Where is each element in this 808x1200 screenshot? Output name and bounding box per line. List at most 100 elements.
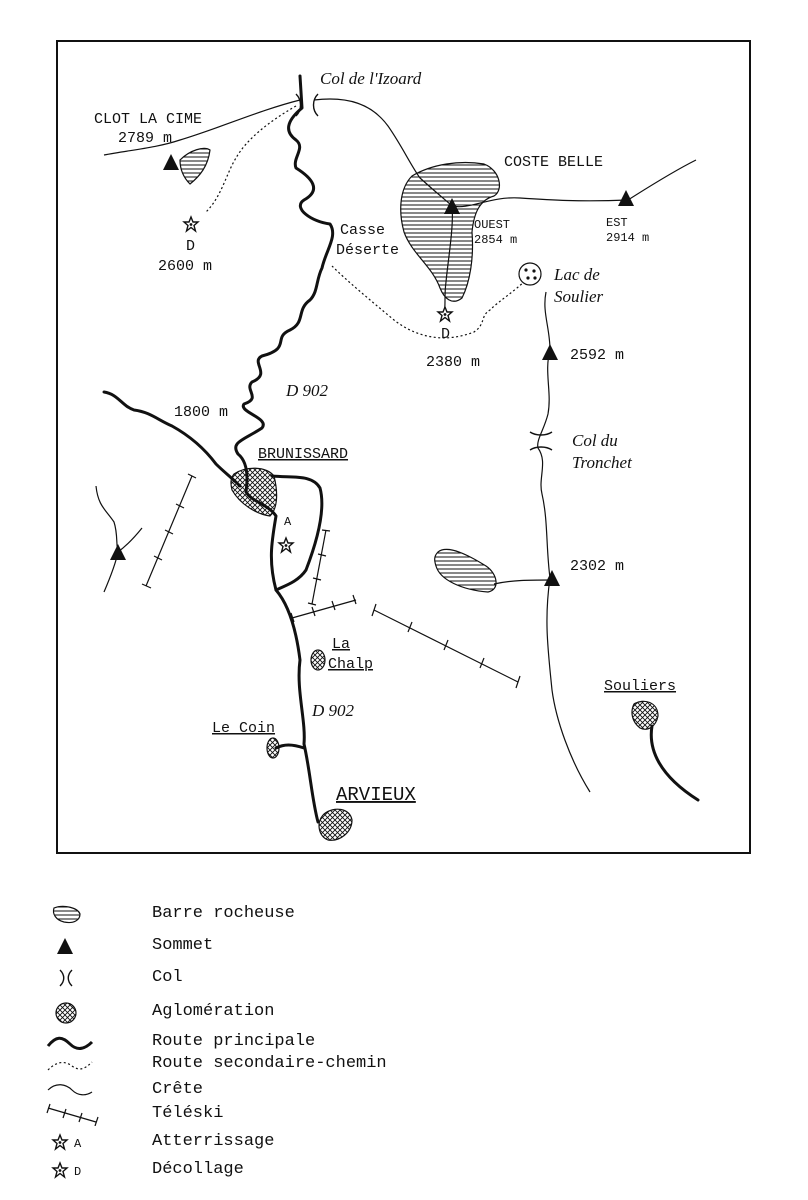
legend-item-secondary-road: Route secondaire-chemin bbox=[40, 1052, 387, 1076]
main-road-icon bbox=[46, 1036, 94, 1050]
label-col-du: Col du bbox=[572, 431, 618, 450]
label-takeoff-d-left: D bbox=[186, 238, 195, 255]
label-est: EST bbox=[606, 216, 628, 230]
topographic-map: Col de l'Izoard CLOT LA CIME 2789 m COST… bbox=[56, 40, 751, 854]
takeoff-2380-icon bbox=[437, 306, 453, 322]
legend-item-summit: Sommet bbox=[40, 934, 213, 958]
label-d902-top: D 902 bbox=[285, 381, 329, 400]
legend-item-settlement: Aglomération bbox=[40, 1000, 274, 1024]
summit-2302-icon bbox=[544, 570, 560, 586]
rock-barrier-coste-belle bbox=[400, 161, 501, 302]
label-coste-belle: COSTE BELLE bbox=[504, 154, 603, 171]
settlement-le-coin bbox=[266, 737, 280, 759]
legend-letter-a: A bbox=[74, 1137, 82, 1151]
ski-lift-east bbox=[371, 603, 521, 689]
label-col-izoard: Col de l'Izoard bbox=[320, 69, 422, 88]
legend-label-secondary-road: Route secondaire-chemin bbox=[152, 1054, 387, 1073]
ski-lift-center bbox=[290, 594, 357, 623]
label-ouest: OUEST bbox=[474, 218, 510, 232]
ski-lift-center-north bbox=[307, 529, 331, 606]
summit-2592-icon bbox=[542, 344, 558, 360]
legend-label-ridge: Crête bbox=[152, 1080, 204, 1099]
secondary-road-icon bbox=[47, 1061, 93, 1071]
legend-label-ski-lift: Téléski bbox=[152, 1104, 224, 1123]
ski-lift-icon bbox=[46, 1103, 99, 1126]
legend-label-settlement: Aglomération bbox=[152, 1002, 275, 1021]
legend-letter-d: D bbox=[74, 1165, 81, 1179]
legend-item-landing: A Atterrissage bbox=[40, 1130, 274, 1154]
path-clot-2600 bbox=[205, 105, 297, 213]
label-clot-la-cime: CLOT LA CIME bbox=[94, 111, 202, 128]
legend-label-rock-barrier: Barre rocheuse bbox=[152, 904, 295, 923]
takeoff-icon: D bbox=[52, 1162, 81, 1179]
summit-clot-la-cime-icon bbox=[163, 154, 179, 170]
label-deserte: Déserte bbox=[336, 242, 399, 259]
label-casse: Casse bbox=[340, 222, 385, 239]
legend-label-summit: Sommet bbox=[152, 936, 214, 955]
rock-barrier-clot bbox=[179, 147, 211, 185]
ridge-coste-belle-east bbox=[451, 159, 697, 208]
label-alt-2600: 2600 m bbox=[158, 258, 212, 275]
label-alt-2380: 2380 m bbox=[426, 354, 480, 371]
pass-tronchet-icon bbox=[529, 431, 553, 451]
label-clot-alt: 2789 m bbox=[118, 130, 172, 147]
legend-label-landing: Atterrissage bbox=[152, 1132, 275, 1151]
settlement-icon bbox=[55, 1002, 77, 1024]
label-lac-de: Lac de bbox=[553, 265, 600, 284]
label-brunissard: BRUNISSARD bbox=[258, 446, 348, 463]
settlement-souliers bbox=[631, 700, 659, 730]
ridge-clot-izoard bbox=[103, 99, 301, 156]
summit-west-icon bbox=[110, 544, 126, 560]
landing-icon: A bbox=[52, 1134, 82, 1151]
label-landing-a: A bbox=[284, 515, 292, 529]
road-brunissard-loop bbox=[270, 474, 324, 592]
road-souliers bbox=[649, 724, 700, 802]
road-west-branch bbox=[102, 390, 242, 488]
legend-label-pass: Col bbox=[152, 968, 183, 987]
label-soulier: Soulier bbox=[554, 287, 603, 306]
legend-item-ridge: Crête bbox=[40, 1078, 203, 1102]
label-arvieux: ARVIEUX bbox=[336, 784, 416, 806]
label-tronchet: Tronchet bbox=[572, 453, 633, 472]
label-le-coin: Le Coin bbox=[212, 720, 275, 737]
summit-coste-belle-ouest-icon bbox=[444, 198, 460, 214]
summit-coste-belle-est-icon bbox=[618, 190, 634, 206]
takeoff-2600-icon bbox=[183, 216, 199, 232]
label-alt-2302: 2302 m bbox=[570, 558, 624, 575]
legend-label-main-road: Route principale bbox=[152, 1032, 316, 1051]
legend-item-takeoff: D Décollage bbox=[40, 1158, 244, 1182]
ridge-west-peak-arm bbox=[117, 527, 143, 553]
settlement-brunissard bbox=[230, 467, 278, 517]
ridge-soulier-south bbox=[537, 291, 591, 793]
label-souliers: Souliers bbox=[604, 678, 676, 695]
pass-icon bbox=[59, 969, 73, 987]
legend-item-main-road: Route principale bbox=[40, 1030, 315, 1054]
label-alt-2592: 2592 m bbox=[570, 347, 624, 364]
settlement-la-chalp bbox=[310, 649, 326, 671]
legend-label-takeoff: Décollage bbox=[152, 1160, 244, 1179]
ski-lift-west bbox=[141, 473, 197, 589]
ridge-west-peak bbox=[95, 485, 119, 593]
label-alt-1800: 1800 m bbox=[174, 404, 228, 421]
landing-brunissard-icon bbox=[278, 537, 294, 553]
label-la: La bbox=[332, 636, 350, 653]
rock-barrier-2302 bbox=[434, 548, 497, 593]
pass-izoard-icon bbox=[295, 93, 319, 117]
main-road-d902 bbox=[234, 74, 335, 824]
rock-barrier-icon bbox=[52, 905, 81, 924]
lake-soulier bbox=[518, 262, 542, 286]
label-takeoff-d-mid: D bbox=[441, 326, 450, 343]
path-casse-lac bbox=[331, 265, 529, 339]
legend-item-rock-barrier: Barre rocheuse bbox=[40, 902, 295, 926]
label-d902-bottom: D 902 bbox=[311, 701, 355, 720]
legend-item-ski-lift: Téléski bbox=[40, 1102, 223, 1126]
ridge-2302-west bbox=[493, 579, 551, 585]
label-est-alt: 2914 m bbox=[606, 231, 649, 245]
map-frame bbox=[56, 40, 751, 854]
settlement-arvieux bbox=[318, 808, 353, 841]
label-ouest-alt: 2854 m bbox=[474, 233, 517, 247]
summit-icon bbox=[57, 938, 73, 954]
legend-item-pass: Col bbox=[40, 966, 183, 990]
road-le-coin-spur bbox=[274, 743, 306, 750]
label-chalp: Chalp bbox=[328, 656, 373, 673]
